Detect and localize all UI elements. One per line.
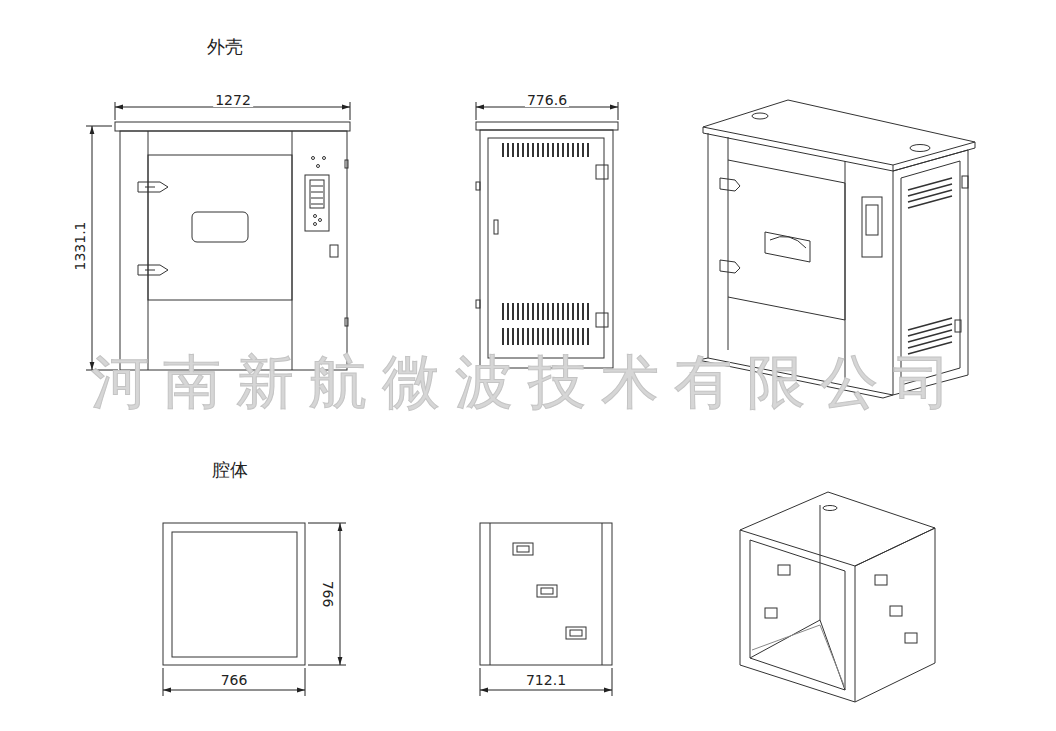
watermark: 河南新航微波技术有限公司	[91, 353, 966, 411]
cavity-side-view	[480, 523, 612, 665]
dimension-text: 766	[219, 673, 250, 687]
dimension-text: 712.1	[524, 673, 568, 687]
housing-front-view	[115, 122, 350, 370]
dimension-text: 776.6	[525, 93, 569, 107]
cavity-front-view	[163, 523, 305, 665]
dimension-text: 766	[321, 579, 335, 610]
housing-side-view	[476, 122, 618, 368]
view-heading: 外壳	[205, 38, 245, 56]
cavity-iso-view	[740, 492, 935, 702]
dimension-text: 1331.1	[73, 220, 87, 273]
view-heading: 腔体	[210, 461, 250, 479]
dimension-text: 1272	[213, 93, 253, 107]
